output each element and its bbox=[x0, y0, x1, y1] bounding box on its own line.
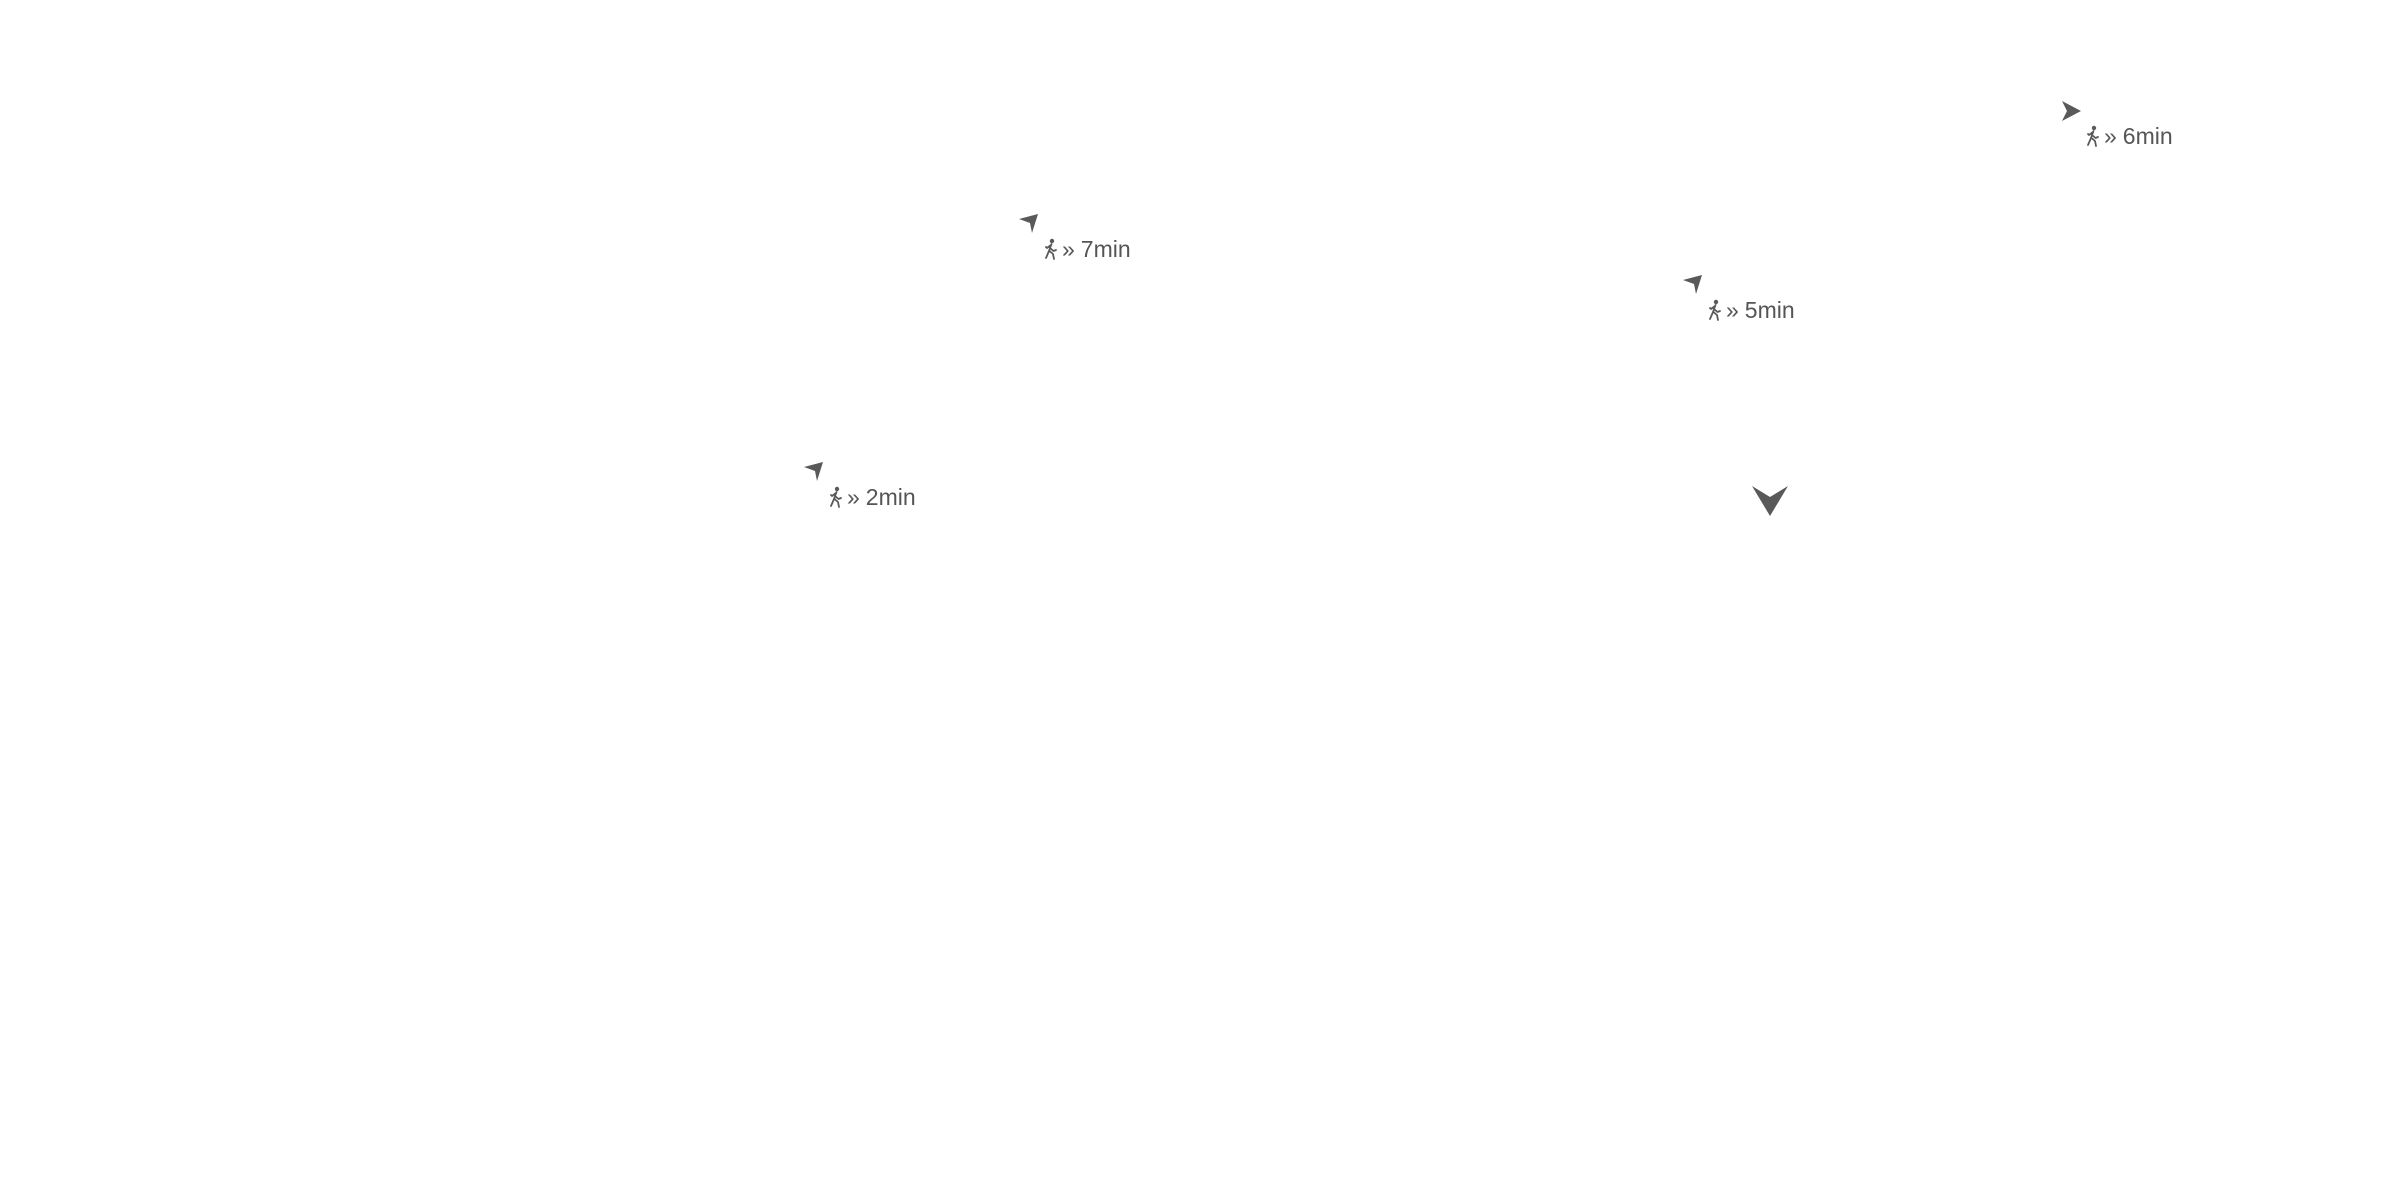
separator: » bbox=[847, 484, 860, 510]
walk-time: 5min bbox=[1744, 297, 1795, 323]
walk-time: 2min bbox=[865, 484, 916, 510]
user-location-arrow-icon bbox=[1750, 483, 1790, 519]
walk-time: 6min bbox=[2122, 123, 2173, 149]
walk-time-label: » 7min bbox=[1044, 235, 1131, 263]
separator: » bbox=[1726, 297, 1739, 323]
separator: » bbox=[2104, 123, 2117, 149]
walk-time-label: » 6min bbox=[2086, 122, 2173, 150]
vehicle-marker[interactable]: » 6min bbox=[2058, 98, 2208, 168]
navigation-arrow-icon bbox=[1016, 211, 1042, 237]
walk-time-label: » 2min bbox=[829, 483, 916, 511]
navigation-arrow-icon bbox=[1680, 272, 1706, 298]
walk-icon bbox=[2086, 125, 2100, 147]
walk-icon bbox=[1044, 238, 1058, 260]
walk-icon bbox=[1708, 299, 1722, 321]
walk-icon bbox=[829, 486, 843, 508]
vehicle-marker[interactable]: » 2min bbox=[801, 459, 951, 529]
vehicle-marker[interactable]: » 7min bbox=[1016, 211, 1166, 281]
navigation-arrow-icon bbox=[2058, 98, 2084, 124]
walk-time: 7min bbox=[1080, 236, 1131, 262]
walk-time-label: » 5min bbox=[1708, 296, 1795, 324]
vehicle-marker[interactable]: » 5min bbox=[1680, 272, 1830, 342]
navigation-arrow-icon bbox=[801, 459, 827, 485]
separator: » bbox=[1062, 236, 1075, 262]
